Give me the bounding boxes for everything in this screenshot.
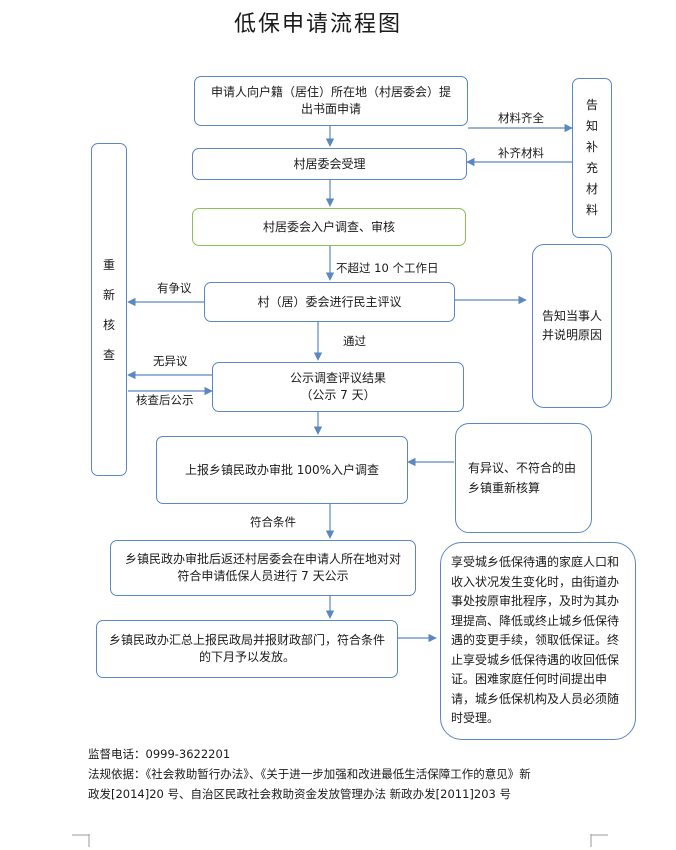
label-no-objection: 无异议 (153, 354, 188, 368)
report-text: 上报乡镇民政办审批 100%入户调查 (184, 462, 380, 477)
recheck-char-4: 查 (102, 347, 115, 362)
survey-text: 村居委会入户调查、审核 (262, 219, 395, 234)
notify-char-2: 知 (585, 119, 598, 133)
label-qualified: 符合条件 (250, 515, 296, 529)
change-text: 享受城乡低保待遇的家庭人口和收入状况发生变化时，由街道办事处按原审批程序，及时为… (451, 555, 620, 726)
notify-char-3: 补 (585, 140, 598, 154)
box-accept: 村居委会受理 (192, 148, 467, 180)
label-passed: 通过 (343, 334, 366, 348)
box-notify-materials: 告 知 补 充 材 料 (572, 78, 612, 238)
box-report: 上报乡镇民政办审批 100%入户调查 (156, 436, 408, 504)
label-disputed: 有争议 (157, 281, 192, 295)
page-corner-mark-left (72, 834, 90, 847)
recheck-char-1: 重 (102, 257, 115, 272)
box-recheck: 重 新 核 查 (91, 143, 127, 476)
apply-text: 申请人向户籍（居住）所在地（村居委会）提出书面申请 (210, 85, 451, 116)
summary-text: 乡镇民政办汇总上报民政局并报财政部门，符合条件的下月予以发放。 (108, 633, 385, 664)
box-notify-reason: 告知当事人并说明原因 (532, 244, 612, 408)
label-recheck-publicize: 核查后公示 (136, 393, 194, 407)
publicize-text-2: （公示 7 天） (300, 388, 376, 402)
label-materials-complete: 材料齐全 (498, 111, 544, 125)
notify-char-1: 告 (585, 98, 598, 112)
notify-char-5: 材 (585, 182, 598, 196)
title-text: 低保申请流程图 (233, 12, 402, 37)
review-text: 村（居）委会进行民主评议 (257, 294, 402, 309)
recheck-char-2: 新 (102, 287, 115, 302)
box-publicize: 公示调查评议结果 （公示 7 天） (212, 362, 464, 412)
footer-basis-2: 政发[2014]20 号、自治区民政社会救助资金发放管理办法 新政办发[2011… (88, 787, 512, 801)
box-change: 享受城乡低保待遇的家庭人口和收入状况发生变化时，由街道办事处按原审批程序，及时为… (440, 542, 636, 740)
page-title: 低保申请流程图 (0, 6, 676, 38)
label-within-10-days: 不超过 10 个工作日 (336, 261, 439, 275)
return-text: 乡镇民政办审批后返还村居委会在申请人所在地对对符合申请低保人员进行 7 天公示 (124, 552, 401, 583)
footer: 监督电话：0999-3622201 法规依据：《社会救助暂行办法》、《关于进一步… (88, 744, 648, 804)
box-summary: 乡镇民政办汇总上报民政局并报财政部门，符合条件的下月予以发放。 (96, 620, 398, 678)
accept-text: 村居委会受理 (293, 156, 366, 171)
objection-text: 有异议、不符合的由乡镇重新核算 (468, 461, 577, 495)
box-review: 村（居）委会进行民主评议 (204, 282, 455, 322)
notify-reason-text: 告知当事人并说明原因 (542, 309, 603, 342)
notify-char-4: 充 (585, 161, 598, 175)
page-corner-mark-right (590, 834, 608, 847)
box-apply: 申请人向户籍（居住）所在地（村居委会）提出书面申请 (194, 76, 468, 126)
footer-phone: 监督电话：0999-3622201 (88, 747, 231, 761)
recheck-char-3: 核 (102, 317, 115, 332)
label-supplement-materials: 补齐材料 (498, 146, 544, 160)
publicize-text-1: 公示调查评议结果 (289, 371, 386, 385)
footer-basis-1: 法规依据：《社会救助暂行办法》、《关于进一步加强和改进最低生活保障工作的意见》新 (88, 767, 531, 781)
box-survey: 村居委会入户调查、审核 (192, 208, 466, 246)
box-return: 乡镇民政办审批后返还村居委会在申请人所在地对对符合申请低保人员进行 7 天公示 (110, 540, 416, 596)
box-objection: 有异议、不符合的由乡镇重新核算 (455, 423, 592, 533)
notify-char-6: 料 (585, 203, 598, 217)
